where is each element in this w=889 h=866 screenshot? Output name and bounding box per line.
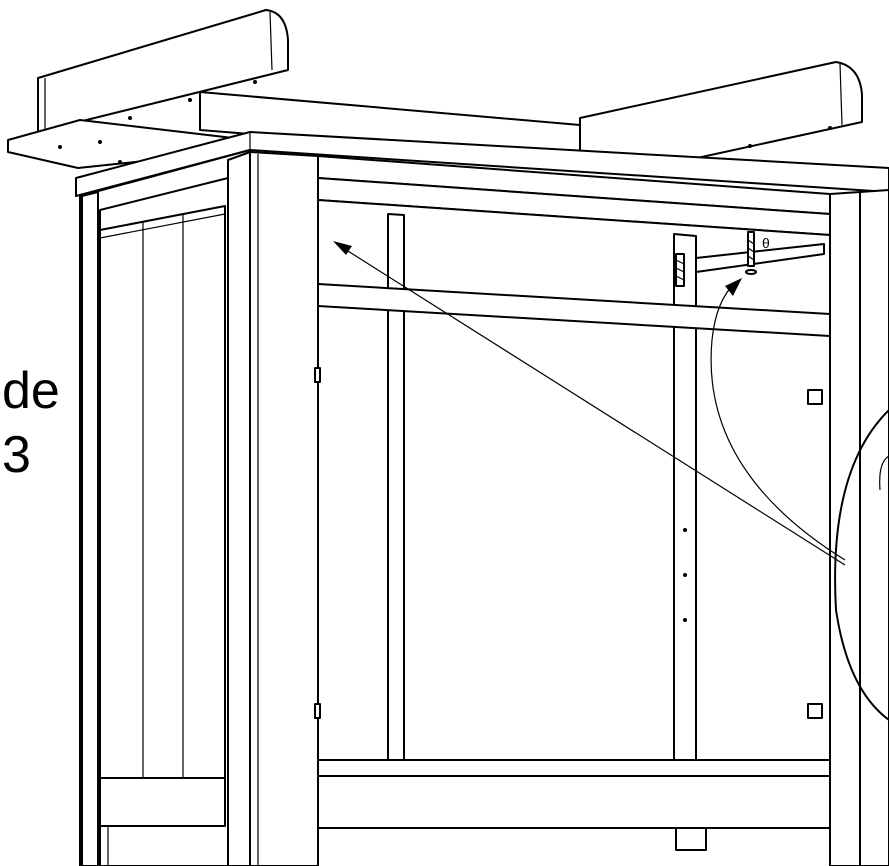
left-side-panel: [79, 149, 251, 866]
caption-line-1: de: [2, 362, 60, 420]
cabinet-top: [75, 131, 889, 197]
bolt-icon: [745, 231, 757, 275]
caption-line-2: 3: [2, 426, 31, 484]
bottom-shelf: [317, 759, 831, 851]
right-guard-rail: [579, 61, 863, 166]
left-guard-rail: [37, 9, 289, 133]
front-left-leg: [227, 151, 319, 866]
detail-magnifier-circle: [834, 409, 889, 721]
hinge-icon: [314, 367, 823, 719]
screw-icon: [675, 253, 685, 287]
pointer-arrow: [333, 241, 846, 566]
callout-symbol: θ: [762, 235, 770, 251]
